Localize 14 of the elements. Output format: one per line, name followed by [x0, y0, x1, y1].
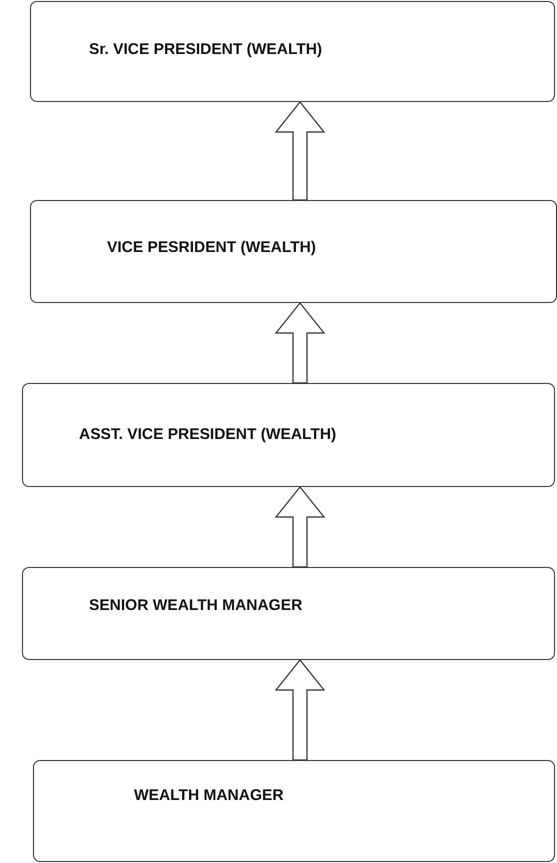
position-title: ASST. VICE PRESIDENT (WEALTH) — [79, 426, 336, 444]
position-box — [33, 760, 555, 862]
position-box — [22, 383, 555, 487]
position-title: Sr. VICE PRESIDENT (WEALTH) — [89, 41, 322, 59]
position-title: WEALTH MANAGER — [134, 787, 284, 805]
hollow-arrow — [274, 659, 326, 761]
position-box — [22, 567, 555, 660]
hollow-arrow — [274, 486, 326, 568]
position-title: SENIOR WEALTH MANAGER — [89, 597, 302, 615]
position-box — [30, 200, 557, 303]
hollow-arrow — [274, 302, 326, 384]
position-title: VICE PESRIDENT (WEALTH) — [107, 239, 316, 257]
hollow-arrow — [274, 101, 326, 201]
position-box — [30, 1, 555, 102]
